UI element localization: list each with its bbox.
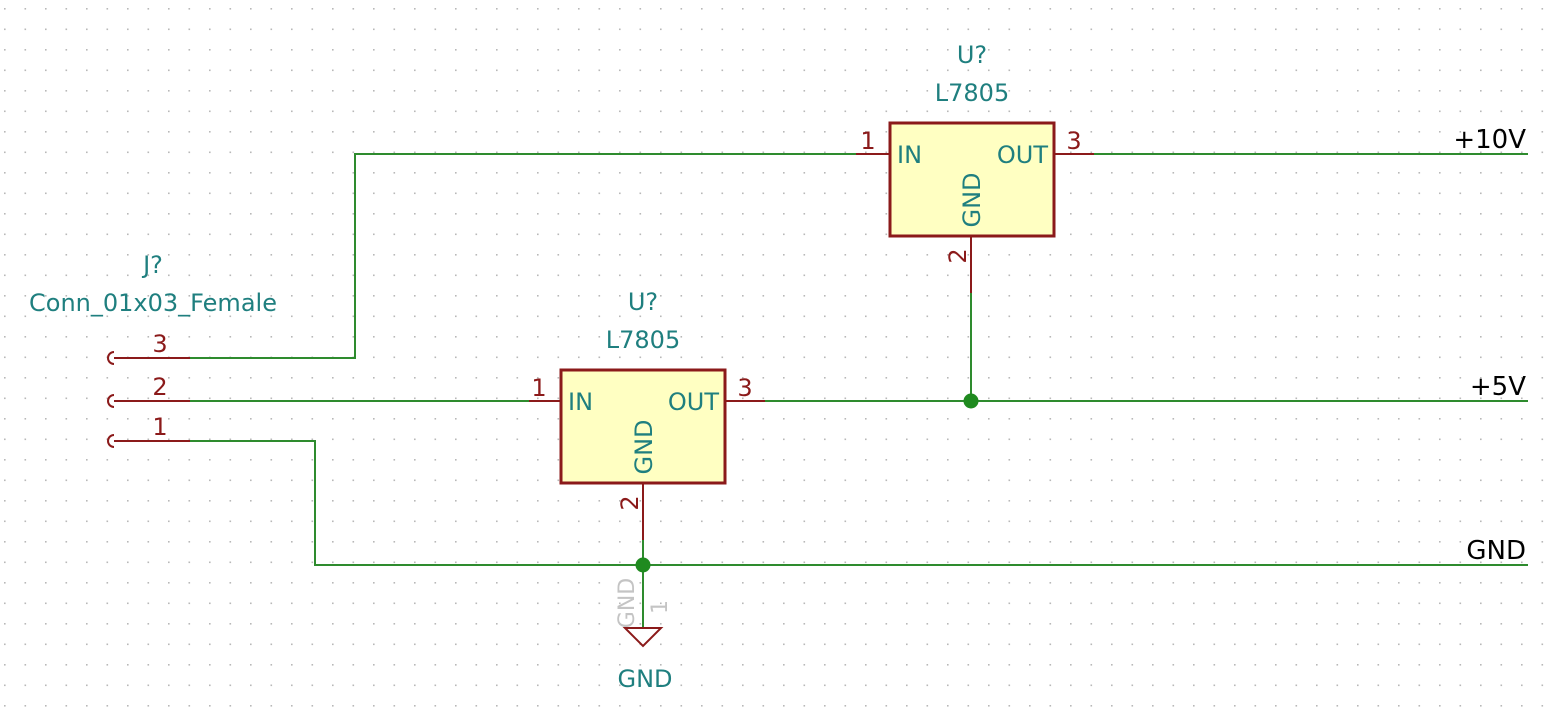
- regulator-bottom-pin-in-label: IN: [568, 388, 593, 416]
- regulator-bottom-pin-out-label: OUT: [668, 388, 719, 416]
- net-label-gnd[interactable]: GND: [1466, 536, 1526, 566]
- connector-pin-3-num: 3: [152, 330, 167, 358]
- regulator-bottom-pin-gnd-label: GND: [630, 419, 658, 474]
- regulator-bottom-ref: U?: [628, 288, 658, 316]
- connector[interactable]: J? Conn_01x03_Female 3 2 1: [29, 251, 277, 448]
- connector-socket-3: [107, 351, 115, 365]
- regulator-top-pin-in-num: 1: [860, 127, 875, 155]
- connector-ref: J?: [141, 251, 163, 279]
- wire-conn3-to-u1-in[interactable]: [190, 153, 856, 359]
- regulator-bottom-pin-gnd-num: 2: [616, 495, 644, 510]
- regulator-top-body[interactable]: [888, 121, 1056, 238]
- regulator-top-pin-out-num: 3: [1066, 127, 1081, 155]
- connector-value: Conn_01x03_Female: [29, 289, 277, 317]
- gnd-power-symbol[interactable]: GND 1 GND: [615, 578, 673, 693]
- connector-socket-2: [107, 394, 115, 408]
- gnd-hidden-pin-name: GND: [615, 578, 640, 628]
- regulator-bottom-pin-out-num: 3: [737, 374, 752, 402]
- net-label-plus5v[interactable]: +5V: [1470, 372, 1526, 402]
- gnd-hidden-pin-num: 1: [648, 600, 673, 614]
- regulator-bottom-body[interactable]: [559, 368, 727, 485]
- regulator-top-pin-gnd-label: GND: [958, 172, 986, 227]
- regulator-bottom[interactable]: U? L7805 1 3 IN OUT GND 2: [529, 288, 765, 540]
- regulator-bottom-pin-in-num: 1: [531, 374, 546, 402]
- junction-plus5v: [963, 393, 979, 409]
- ground-icon: [622, 627, 664, 648]
- connector-socket-1: [107, 434, 115, 448]
- gnd-symbol-value: GND: [617, 665, 672, 693]
- regulator-top-pin-gnd-num: 2: [944, 248, 972, 263]
- regulator-top-pin-in-label: IN: [897, 141, 922, 169]
- wire-gnd-net[interactable]: [190, 440, 1528, 566]
- regulator-top-pin-out-label: OUT: [997, 141, 1048, 169]
- regulator-top[interactable]: U? L7805 1 3 IN OUT GND 2: [856, 41, 1094, 293]
- regulator-top-value: L7805: [935, 79, 1009, 107]
- regulator-bottom-value: L7805: [606, 326, 680, 354]
- net-label-plus10v[interactable]: +10V: [1453, 125, 1526, 155]
- connector-pin-2-num: 2: [152, 373, 167, 401]
- connector-pin-1-num: 1: [152, 413, 167, 441]
- junction-gnd: [635, 557, 651, 573]
- wires: [190, 153, 1528, 628]
- regulator-top-ref: U?: [957, 41, 987, 69]
